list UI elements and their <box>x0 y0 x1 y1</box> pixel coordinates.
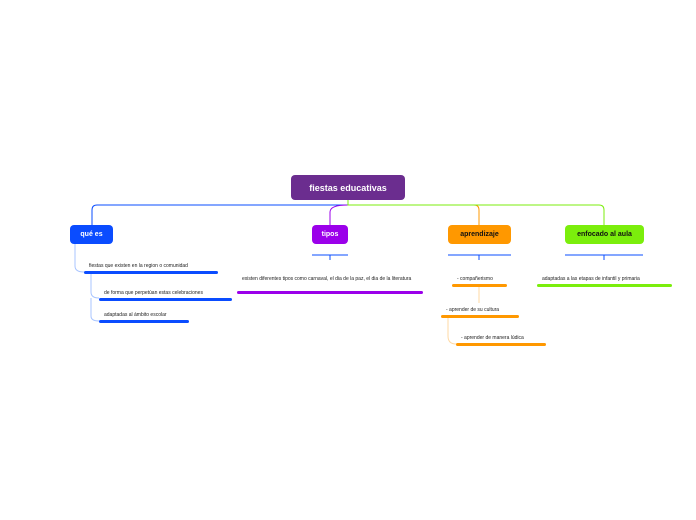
subtopic-aprendizaje-3[interactable]: - aprender de manera lúdica <box>461 335 524 341</box>
subtopic-underline <box>84 271 218 274</box>
root-node-label: fiestas educativas <box>309 182 387 193</box>
connector-aprendizaje-child-3 <box>447 318 457 345</box>
topic-node-tipos[interactable]: tipos <box>312 225 348 244</box>
subtopic-que-es-3[interactable]: adaptadas al ámbito escolar <box>104 312 167 318</box>
subtopic-label: existen diferentes tipos como carnaval, … <box>242 276 412 282</box>
subtopic-underline <box>456 343 546 346</box>
topic-node-aprendizaje-label: aprendizaje <box>460 231 499 238</box>
root-node[interactable]: fiestas educativas <box>291 175 405 200</box>
connector-root-que-es <box>91 200 349 225</box>
connector-root-enfocado <box>347 200 605 225</box>
subtopic-label: - aprender de su cultura <box>446 307 500 313</box>
topic-node-que-es[interactable]: qué es <box>70 225 113 244</box>
subtopic-underline <box>452 284 507 287</box>
subtopic-label: - compañerismo <box>457 276 493 282</box>
subtopic-aprendizaje-2[interactable]: - aprender de su cultura <box>446 307 499 313</box>
connector-root-aprendizaje <box>347 200 480 225</box>
subtopic-underline <box>99 298 232 301</box>
topic-node-enfocado-label: enfocado al aula <box>577 231 632 238</box>
connector-que-es-child-2 <box>90 272 100 299</box>
subtopic-aprendizaje-1[interactable]: - compañerismo <box>457 276 493 282</box>
topic-node-aprendizaje[interactable]: aprendizaje <box>448 225 511 244</box>
subtopic-que-es-2[interactable]: de forma que perpetúan estas celebracion… <box>104 290 203 296</box>
topic-node-que-es-label: qué es <box>80 231 103 238</box>
connector-root-tipos <box>329 200 349 225</box>
subtopic-underline <box>537 284 672 287</box>
topic-node-tipos-label: tipos <box>321 231 339 238</box>
subtopic-underline <box>441 315 519 318</box>
subtopic-label: fiestas que existen en la region o comun… <box>89 263 188 269</box>
subtopic-underline <box>99 320 189 323</box>
connector-que-es-children <box>74 244 85 273</box>
subtopic-underline <box>237 291 423 294</box>
subtopic-enfocado-1[interactable]: adaptadas a las etapas de infantil y pri… <box>542 276 640 282</box>
subtopic-que-es-1[interactable]: fiestas que existen en la region o comun… <box>89 263 188 269</box>
connector-que-es-child-3 <box>90 298 100 322</box>
topic-node-enfocado-al-aula[interactable]: enfocado al aula <box>565 225 644 244</box>
subtopic-tipos-1[interactable]: existen diferentes tipos como carnaval, … <box>242 276 420 282</box>
subtopic-label: de forma que perpetúan estas celebracion… <box>104 290 203 296</box>
subtopic-label: adaptadas a las etapas de infantil y pri… <box>542 276 640 282</box>
subtopic-label: - aprender de manera lúdica <box>461 335 524 341</box>
subtopic-label: adaptadas al ámbito escolar <box>104 312 167 318</box>
